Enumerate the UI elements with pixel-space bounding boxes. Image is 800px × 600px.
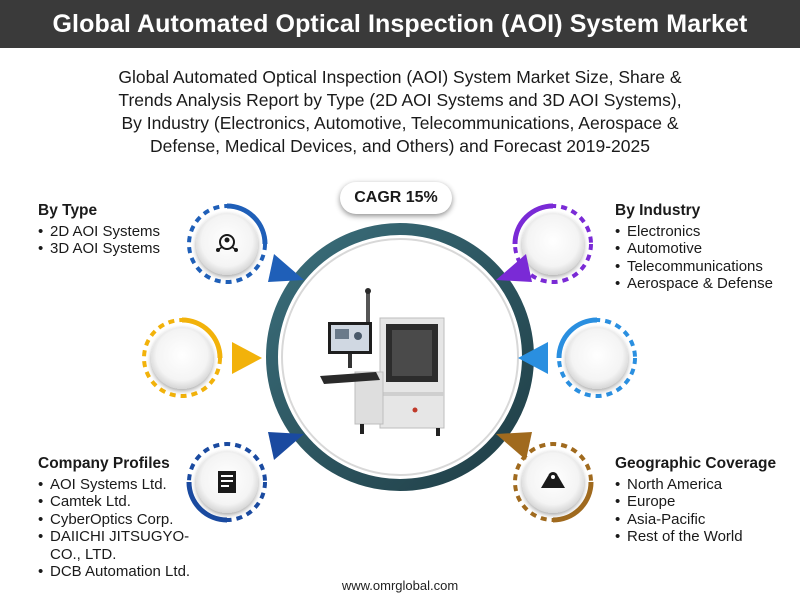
industry-circle [512, 203, 593, 284]
list-item: •Automotive [615, 240, 703, 257]
subtitle-line: By Industry (Electronics, Automotive, Te… [121, 113, 679, 133]
footer-url[interactable]: www.omrglobal.com [341, 578, 459, 593]
subtitle-line: Defense, Medical Devices, and Others) an… [150, 136, 650, 156]
by-type-title: By Type [38, 202, 98, 219]
profiles-arrow [268, 432, 304, 460]
industry-arrow [496, 254, 532, 282]
list-item: •DCB Automation Ltd. [38, 563, 191, 580]
right-mid-arrow [518, 342, 548, 374]
left-mid-circle [142, 317, 223, 398]
list-item-continuation: CO., LTD. [50, 545, 117, 563]
list-item: •Camtek Ltd. [38, 493, 131, 510]
people-network-icon [216, 234, 238, 252]
type-circle [187, 203, 268, 284]
geographic-title: Geographic Coverage [615, 455, 777, 472]
company-profiles-title: Company Profiles [38, 455, 170, 472]
aoi-machine-image [320, 288, 445, 436]
header-bar: Global Automated Optical Inspection (AOI… [0, 0, 800, 48]
list-item: •DAIICHI JITSUGYO- [38, 528, 190, 545]
geographic-arrow [496, 432, 532, 460]
list-item: •2D AOI Systems [38, 222, 161, 240]
left-mid-arrow [232, 342, 262, 374]
company-profiles-block: Company Profiles •AOI Systems Ltd. •Camt… [38, 455, 190, 581]
list-item: •Rest of the World [615, 528, 743, 545]
list-item: •Europe [615, 493, 676, 510]
list-item: •AOI Systems Ltd. [38, 475, 167, 493]
subtitle-line: Trends Analysis Report by Type (2D AOI S… [118, 90, 682, 110]
right-mid-circle [556, 317, 637, 398]
list-item: •Electronics [615, 222, 701, 240]
report-subtitle: Global Automated Optical Inspection (AOI… [60, 66, 740, 158]
by-type-block: By Type •2D AOI Systems •3D AOI Systems [38, 202, 160, 258]
by-industry-title: By Industry [615, 202, 701, 219]
list-item: •Telecommunications [615, 257, 763, 275]
map-pin-icon [541, 472, 565, 488]
list-item: •3D AOI Systems [38, 240, 161, 257]
geographic-block: Geographic Coverage •North America •Euro… [615, 455, 776, 546]
document-icon [218, 471, 236, 493]
subtitle-line: Global Automated Optical Inspection (AOI… [118, 67, 682, 87]
list-item: •North America [615, 475, 723, 493]
cagr-badge: CAGR 15% [340, 182, 452, 214]
by-industry-block: By Industry •Electronics •Automotive •Te… [615, 202, 773, 293]
type-arrow [268, 254, 304, 282]
list-item: •Aerospace & Defense [615, 275, 773, 292]
list-item: •Asia-Pacific [615, 510, 706, 528]
page-title: Global Automated Optical Inspection (AOI… [52, 9, 748, 38]
list-item: •CyberOptics Corp. [38, 510, 174, 528]
